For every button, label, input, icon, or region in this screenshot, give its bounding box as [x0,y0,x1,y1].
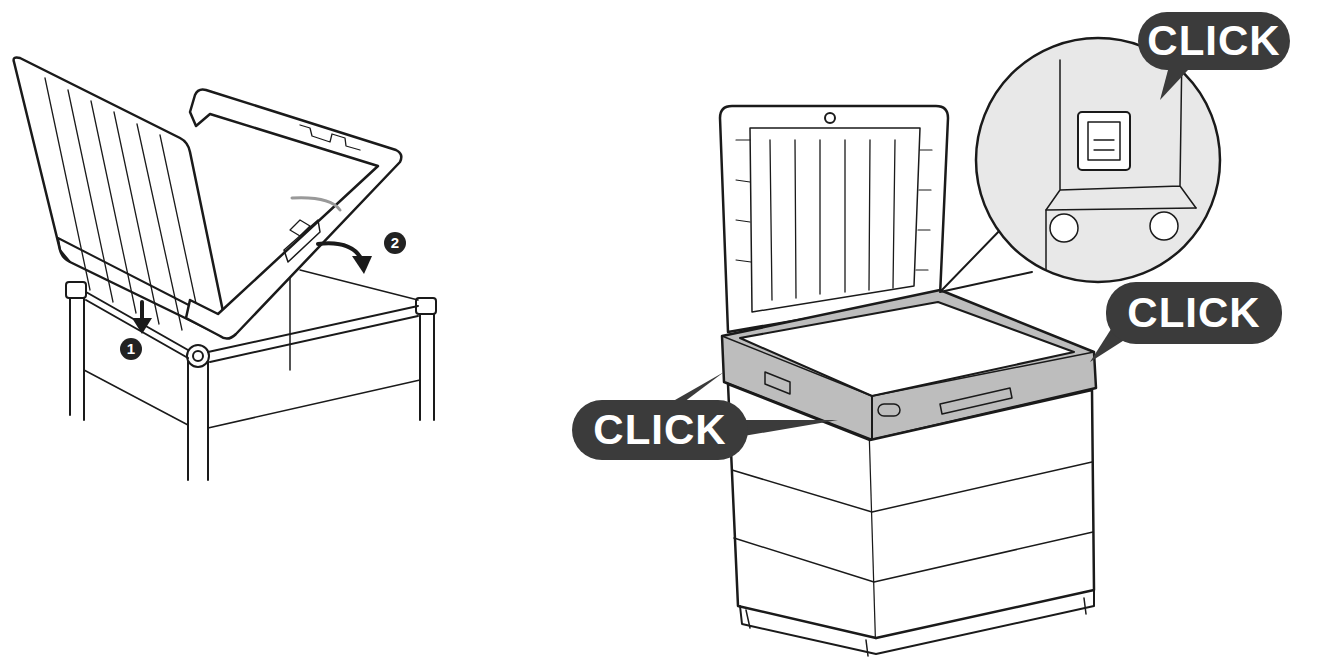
badge-text: CLICK [1127,289,1260,337]
badge-text: CLICK [1147,17,1280,65]
callout-number: 2 [384,232,406,254]
callout-number: 1 [120,338,142,360]
motion-arrows [132,198,372,334]
click-badge: CLICK [1138,12,1290,70]
click-badge: CLICK [1106,282,1282,344]
badge-text: CLICK [593,406,726,454]
detail-magnifier [940,38,1220,292]
click-badge: CLICK [572,400,748,460]
lid-frame [186,90,401,339]
leader-lines [640,70,1188,440]
